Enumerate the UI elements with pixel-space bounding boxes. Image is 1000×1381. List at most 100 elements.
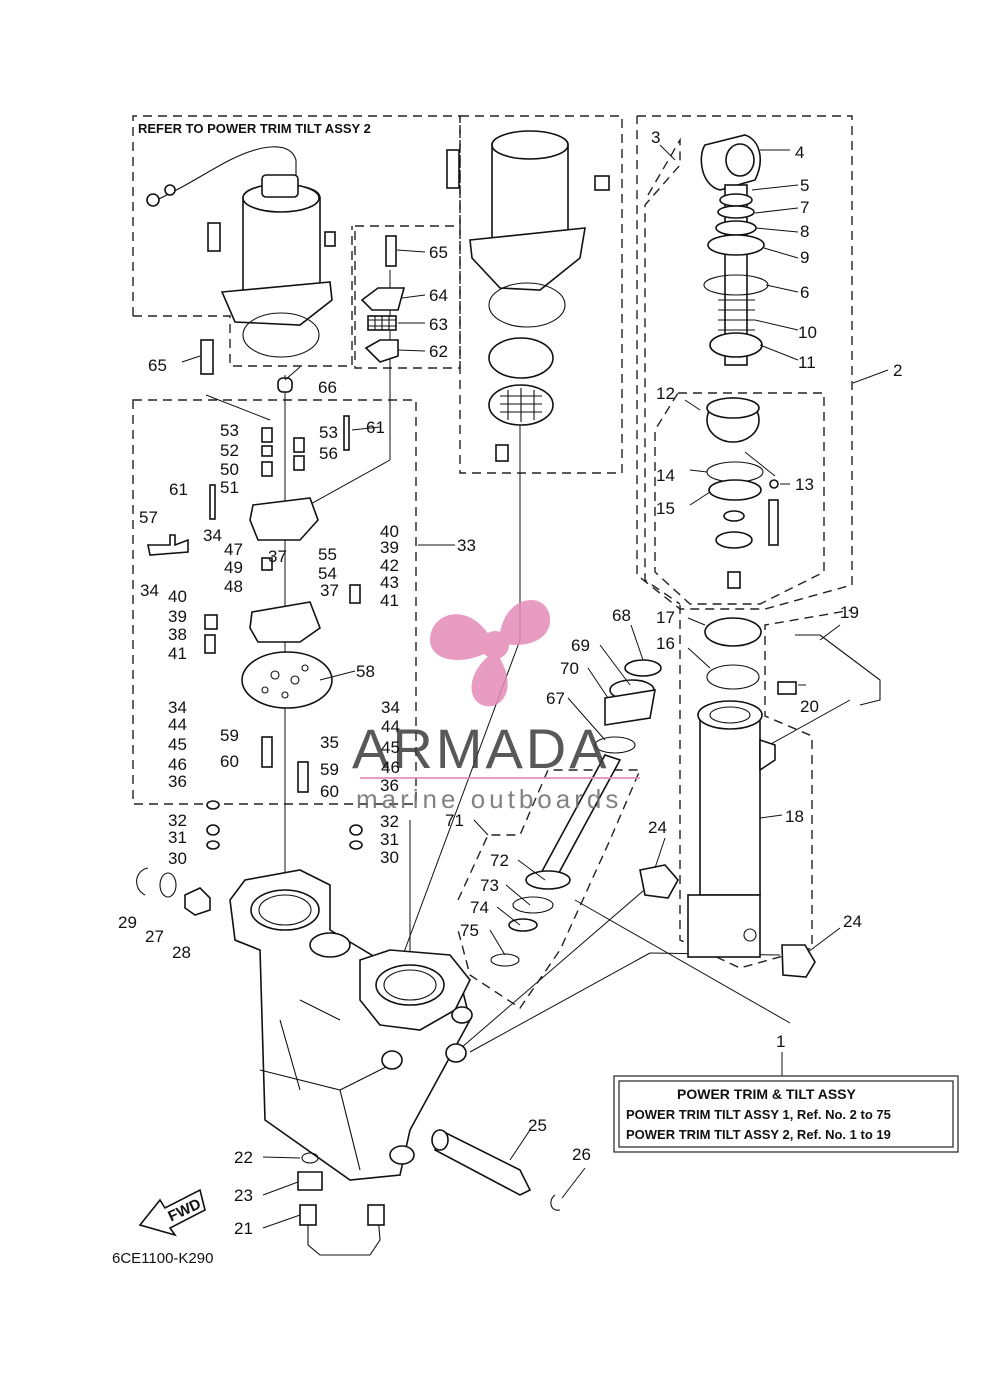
callout-c33: 33 [457, 536, 476, 555]
callout-c21: 21 [234, 1219, 253, 1238]
info-box-title: POWER TRIM & TILT ASSY [677, 1086, 857, 1102]
callout-c51: 51 [220, 478, 239, 497]
callout-c49: 49 [224, 558, 243, 577]
motor-flange-2 [220, 281, 333, 326]
callout-c15: 15 [656, 499, 675, 518]
cylinder-group [687, 617, 881, 958]
watermark-sub: marine outboards [356, 784, 622, 814]
callout-c48: 48 [224, 577, 243, 596]
oring-16 [706, 664, 760, 690]
motor-bolt-2 [207, 222, 221, 252]
callout-c7: 7 [800, 198, 809, 217]
callout-c1: 1 [776, 1032, 785, 1051]
callout-c30a: 30 [168, 849, 187, 868]
info-box: POWER TRIM & TILT ASSY POWER TRIM TILT A… [613, 1052, 959, 1153]
header-note: REFER TO POWER TRIM TILT ASSY 2 [138, 121, 371, 136]
watermark-brand: ARMADA [352, 717, 610, 780]
bushing-24b [781, 944, 816, 978]
callout-c53b: 53 [319, 423, 338, 442]
info-box-line2: POWER TRIM TILT ASSY 2, Ref. No. 1 to 19 [626, 1127, 891, 1142]
callout-c74: 74 [470, 898, 489, 917]
callout-c62: 62 [429, 342, 448, 361]
ring-15 [708, 479, 762, 501]
callout-c20: 20 [800, 697, 819, 716]
cap-9 [707, 234, 765, 256]
plate-64 [360, 287, 406, 311]
callout-c45b: 45 [381, 738, 400, 757]
callout-c5: 5 [800, 176, 809, 195]
callout-c47: 47 [224, 540, 243, 559]
screw-65-upper [385, 235, 397, 267]
callout-c46a: 46 [168, 755, 187, 774]
callout-c18: 18 [785, 807, 804, 826]
callout-c59b: 59 [320, 760, 339, 779]
screw-65-lower [200, 339, 214, 375]
callout-labels: 1234567891011121314151617181920212223242… [118, 128, 902, 1238]
box-filter [354, 225, 461, 369]
callout-leaders [181, 144, 889, 1229]
callout-c34b: 34 [140, 581, 159, 600]
callout-c29: 29 [118, 913, 137, 932]
callout-c60b: 60 [320, 782, 339, 801]
washer-11 [709, 332, 763, 358]
gasket-62 [364, 339, 399, 363]
ring-terminal-1 [146, 193, 160, 207]
callout-c69: 69 [571, 636, 590, 655]
gasket-58 [241, 651, 333, 709]
plug-28 [184, 887, 211, 916]
part-57 [147, 534, 189, 556]
callout-c56: 56 [319, 444, 338, 463]
callout-c3: 3 [651, 128, 660, 147]
box-valve-group [132, 399, 417, 805]
callout-c44a: 44 [168, 715, 187, 734]
callout-c26: 26 [572, 1145, 591, 1164]
motor-oring-1 [488, 282, 566, 328]
tilt-piston-group [490, 659, 662, 967]
callout-c59a: 59 [220, 726, 239, 745]
callout-c67: 67 [546, 689, 565, 708]
callout-c44b: 44 [381, 717, 400, 736]
plug-23 [297, 1171, 323, 1191]
callout-c58: 58 [356, 662, 375, 681]
callout-c36a: 36 [168, 772, 187, 791]
callout-c68: 68 [612, 606, 631, 625]
callout-c41b: 41 [168, 644, 187, 663]
callout-c52: 52 [220, 441, 239, 460]
callout-c34c: 34 [168, 698, 187, 717]
filter-parts [200, 235, 406, 375]
callout-c17: 17 [656, 608, 675, 627]
callout-c12: 12 [656, 384, 675, 403]
pipe-21 [307, 1210, 381, 1256]
oring-27 [159, 872, 177, 898]
callout-c31b: 31 [380, 830, 399, 849]
callout-c10: 10 [798, 323, 817, 342]
callout-c32b: 32 [380, 812, 399, 831]
callout-c46b: 46 [381, 758, 400, 777]
bushing-24a [639, 864, 679, 899]
callout-c41a: 41 [380, 591, 399, 610]
motor-flange-1 [469, 227, 586, 291]
callout-c19: 19 [840, 603, 859, 622]
callout-c54: 54 [318, 564, 337, 583]
filter-plate [488, 337, 554, 379]
cylinder-base [687, 894, 761, 958]
bolt-60-left [261, 736, 273, 768]
callout-c32a: 32 [168, 811, 187, 830]
callout-c66: 66 [318, 378, 337, 397]
callout-c2: 2 [893, 361, 902, 380]
callout-c43: 43 [380, 573, 399, 592]
bolt-60-right [297, 761, 309, 793]
callout-c65a: 65 [429, 243, 448, 262]
ring-terminal-2 [164, 184, 176, 196]
callout-c45a: 45 [168, 735, 187, 754]
box-motor-lower [133, 226, 353, 367]
callout-c64: 64 [429, 286, 448, 305]
callout-c63: 63 [429, 315, 448, 334]
callout-c4: 4 [795, 143, 804, 162]
oring-14 [706, 461, 764, 483]
callout-c37b: 37 [320, 581, 339, 600]
callout-c24a: 24 [648, 818, 667, 837]
callout-c31a: 31 [168, 828, 187, 847]
motor-assy2 [146, 146, 336, 358]
manifold-bracket [136, 864, 816, 1256]
